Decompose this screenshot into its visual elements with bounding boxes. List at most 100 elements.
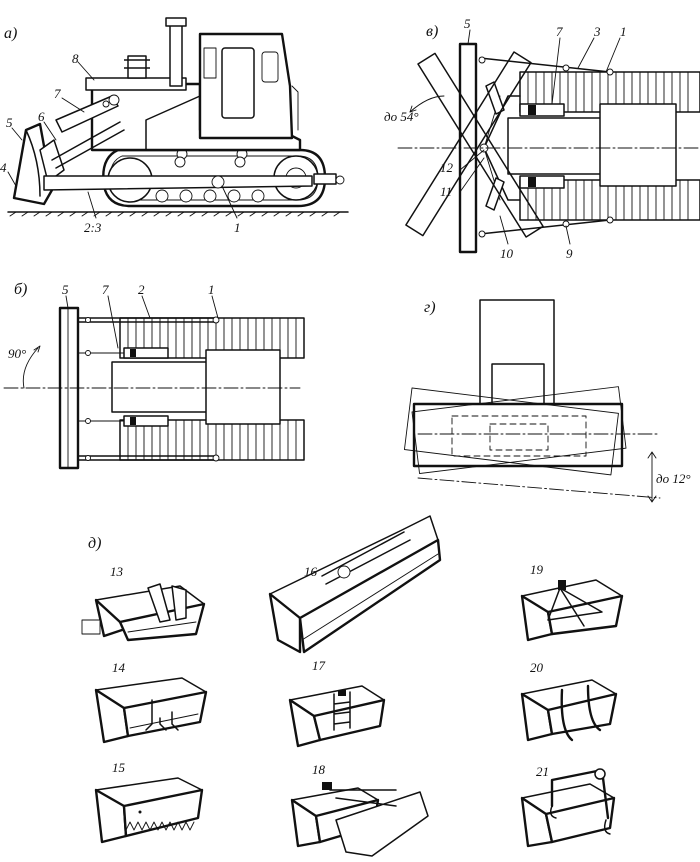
frame-trunnion bbox=[211, 175, 225, 189]
v18-block bbox=[322, 782, 332, 790]
hood-side-line bbox=[145, 95, 201, 151]
view-a-part-4: 4 bbox=[0, 160, 7, 175]
variant-21-label: 21 bbox=[536, 764, 549, 779]
beam-pivot-left bbox=[212, 316, 220, 324]
beam-connectors-b bbox=[85, 317, 91, 461]
view-d-blade-variants: д) 13 14 15 bbox=[81, 515, 624, 857]
view-b-plan-straight-blade: б) 90° 1 2 5 7 bbox=[3, 281, 305, 470]
view-a-part-8: 8 bbox=[72, 51, 79, 66]
view-a-part-6: 6 bbox=[38, 109, 45, 124]
variant-15-serrated-blade: 15 bbox=[94, 760, 204, 844]
push-beams-v bbox=[479, 57, 611, 235]
tracks-hidden-g bbox=[451, 415, 587, 457]
view-b-part-5: 5 bbox=[62, 282, 69, 297]
cab-door bbox=[221, 47, 255, 119]
frame-pin-rear bbox=[234, 156, 246, 168]
v16-blade-face bbox=[298, 538, 442, 654]
v13-tines bbox=[147, 583, 187, 623]
rear-hitch bbox=[313, 173, 337, 185]
view-a-label: a) bbox=[4, 25, 17, 42]
lift-cylinder bbox=[55, 95, 119, 133]
cylinder-left-v bbox=[519, 103, 565, 117]
variant-17-label: 17 bbox=[312, 658, 326, 673]
v21-pulley bbox=[594, 768, 606, 780]
v15-bolt bbox=[138, 810, 142, 814]
cylinder-pin bbox=[102, 100, 110, 108]
brace-strut bbox=[51, 121, 125, 169]
v19-top-block bbox=[558, 580, 566, 590]
left-track-shoes-b bbox=[127, 317, 297, 359]
engine-body-v bbox=[507, 117, 605, 175]
view-v-part-10: 10 bbox=[500, 246, 514, 261]
view-g-front-tilted-blade: г) до 12° bbox=[403, 299, 691, 503]
variant-20-fork-blade: 20 bbox=[520, 660, 618, 742]
v14-ripper-teeth bbox=[145, 699, 179, 731]
view-v-part-5: 5 bbox=[464, 16, 471, 31]
carrier-rollers bbox=[176, 148, 248, 160]
v17-top-block bbox=[338, 690, 346, 696]
angle-arc-b bbox=[22, 347, 39, 389]
angle-arrow-v bbox=[409, 105, 417, 113]
v16-blade-left bbox=[268, 592, 302, 654]
v14-cutting-edge bbox=[129, 713, 199, 729]
variant-16-angle-blade: 16 bbox=[268, 515, 442, 654]
variant-18-label: 18 bbox=[312, 762, 326, 777]
v19-wedge bbox=[547, 587, 603, 627]
variant-16-label: 16 bbox=[304, 564, 318, 579]
cyl-left-clamp-v bbox=[528, 105, 536, 115]
view-v-part-11: 11 bbox=[440, 184, 452, 199]
view-b-angle: 90° bbox=[8, 346, 26, 361]
variant-18-loader-blade: 18 bbox=[290, 762, 429, 857]
variant-13-label: 13 bbox=[110, 564, 124, 579]
blade-bracket bbox=[39, 139, 65, 183]
v16-cutting-edge bbox=[301, 553, 439, 641]
hitch-pin bbox=[335, 175, 345, 185]
view-v-part-7: 7 bbox=[556, 24, 563, 39]
variant-14-label: 14 bbox=[112, 660, 126, 675]
v15-serrations bbox=[125, 821, 195, 831]
blade-tilted-right-g bbox=[403, 387, 619, 476]
tilt-line-g bbox=[417, 477, 661, 499]
view-b-label: б) bbox=[14, 281, 27, 298]
variant-15-label: 15 bbox=[112, 760, 126, 775]
view-b-part-7: 7 bbox=[102, 282, 109, 297]
push-frame bbox=[43, 175, 313, 191]
view-a-part-5: 5 bbox=[6, 115, 13, 130]
view-v-label: в) bbox=[426, 23, 438, 40]
v21-hooks bbox=[549, 805, 611, 835]
exhaust-cap bbox=[165, 17, 187, 27]
view-v-part-1: 1 bbox=[620, 24, 627, 39]
variant-14-tooth-blade: 14 bbox=[94, 660, 208, 744]
cylinder-pivot bbox=[108, 94, 120, 106]
angle-arrow-b bbox=[33, 345, 41, 353]
view-v-angle: до 54° bbox=[384, 109, 419, 124]
view-a-leader-lines bbox=[7, 61, 238, 219]
cylinder-right-v bbox=[519, 175, 565, 189]
view-b-part-1: 1 bbox=[208, 282, 215, 297]
blade-front-g bbox=[412, 402, 624, 468]
blade-curve bbox=[25, 129, 41, 197]
v21-gantry bbox=[550, 768, 610, 820]
right-track-shoes-v bbox=[527, 179, 689, 221]
air-cleaner bbox=[124, 55, 150, 79]
cylinder-left-clamp bbox=[130, 349, 136, 357]
frame-joints-v bbox=[478, 56, 614, 238]
body-hidden-g bbox=[489, 423, 549, 451]
variant-21-hook-blade: 21 bbox=[520, 764, 616, 848]
v17-blade-face bbox=[312, 698, 386, 742]
view-a-side-elevation: a) bbox=[0, 17, 349, 235]
view-v-leader-lines bbox=[459, 29, 621, 245]
v13-cutting-edge bbox=[127, 621, 197, 633]
variant-19-pyramid-blade: 19 bbox=[520, 562, 624, 642]
cyl-right-clamp-v bbox=[528, 177, 536, 187]
cab-body-b bbox=[205, 349, 281, 425]
tilt-dimension-g bbox=[647, 451, 657, 503]
exhaust-pipe bbox=[169, 23, 183, 87]
v18-arms bbox=[329, 789, 397, 807]
left-track-shoes-v bbox=[527, 71, 689, 113]
v20-forks bbox=[560, 684, 602, 742]
view-v-part-9: 9 bbox=[566, 246, 573, 261]
variant-19-label: 19 bbox=[530, 562, 544, 577]
blade-angled-left bbox=[417, 52, 544, 238]
